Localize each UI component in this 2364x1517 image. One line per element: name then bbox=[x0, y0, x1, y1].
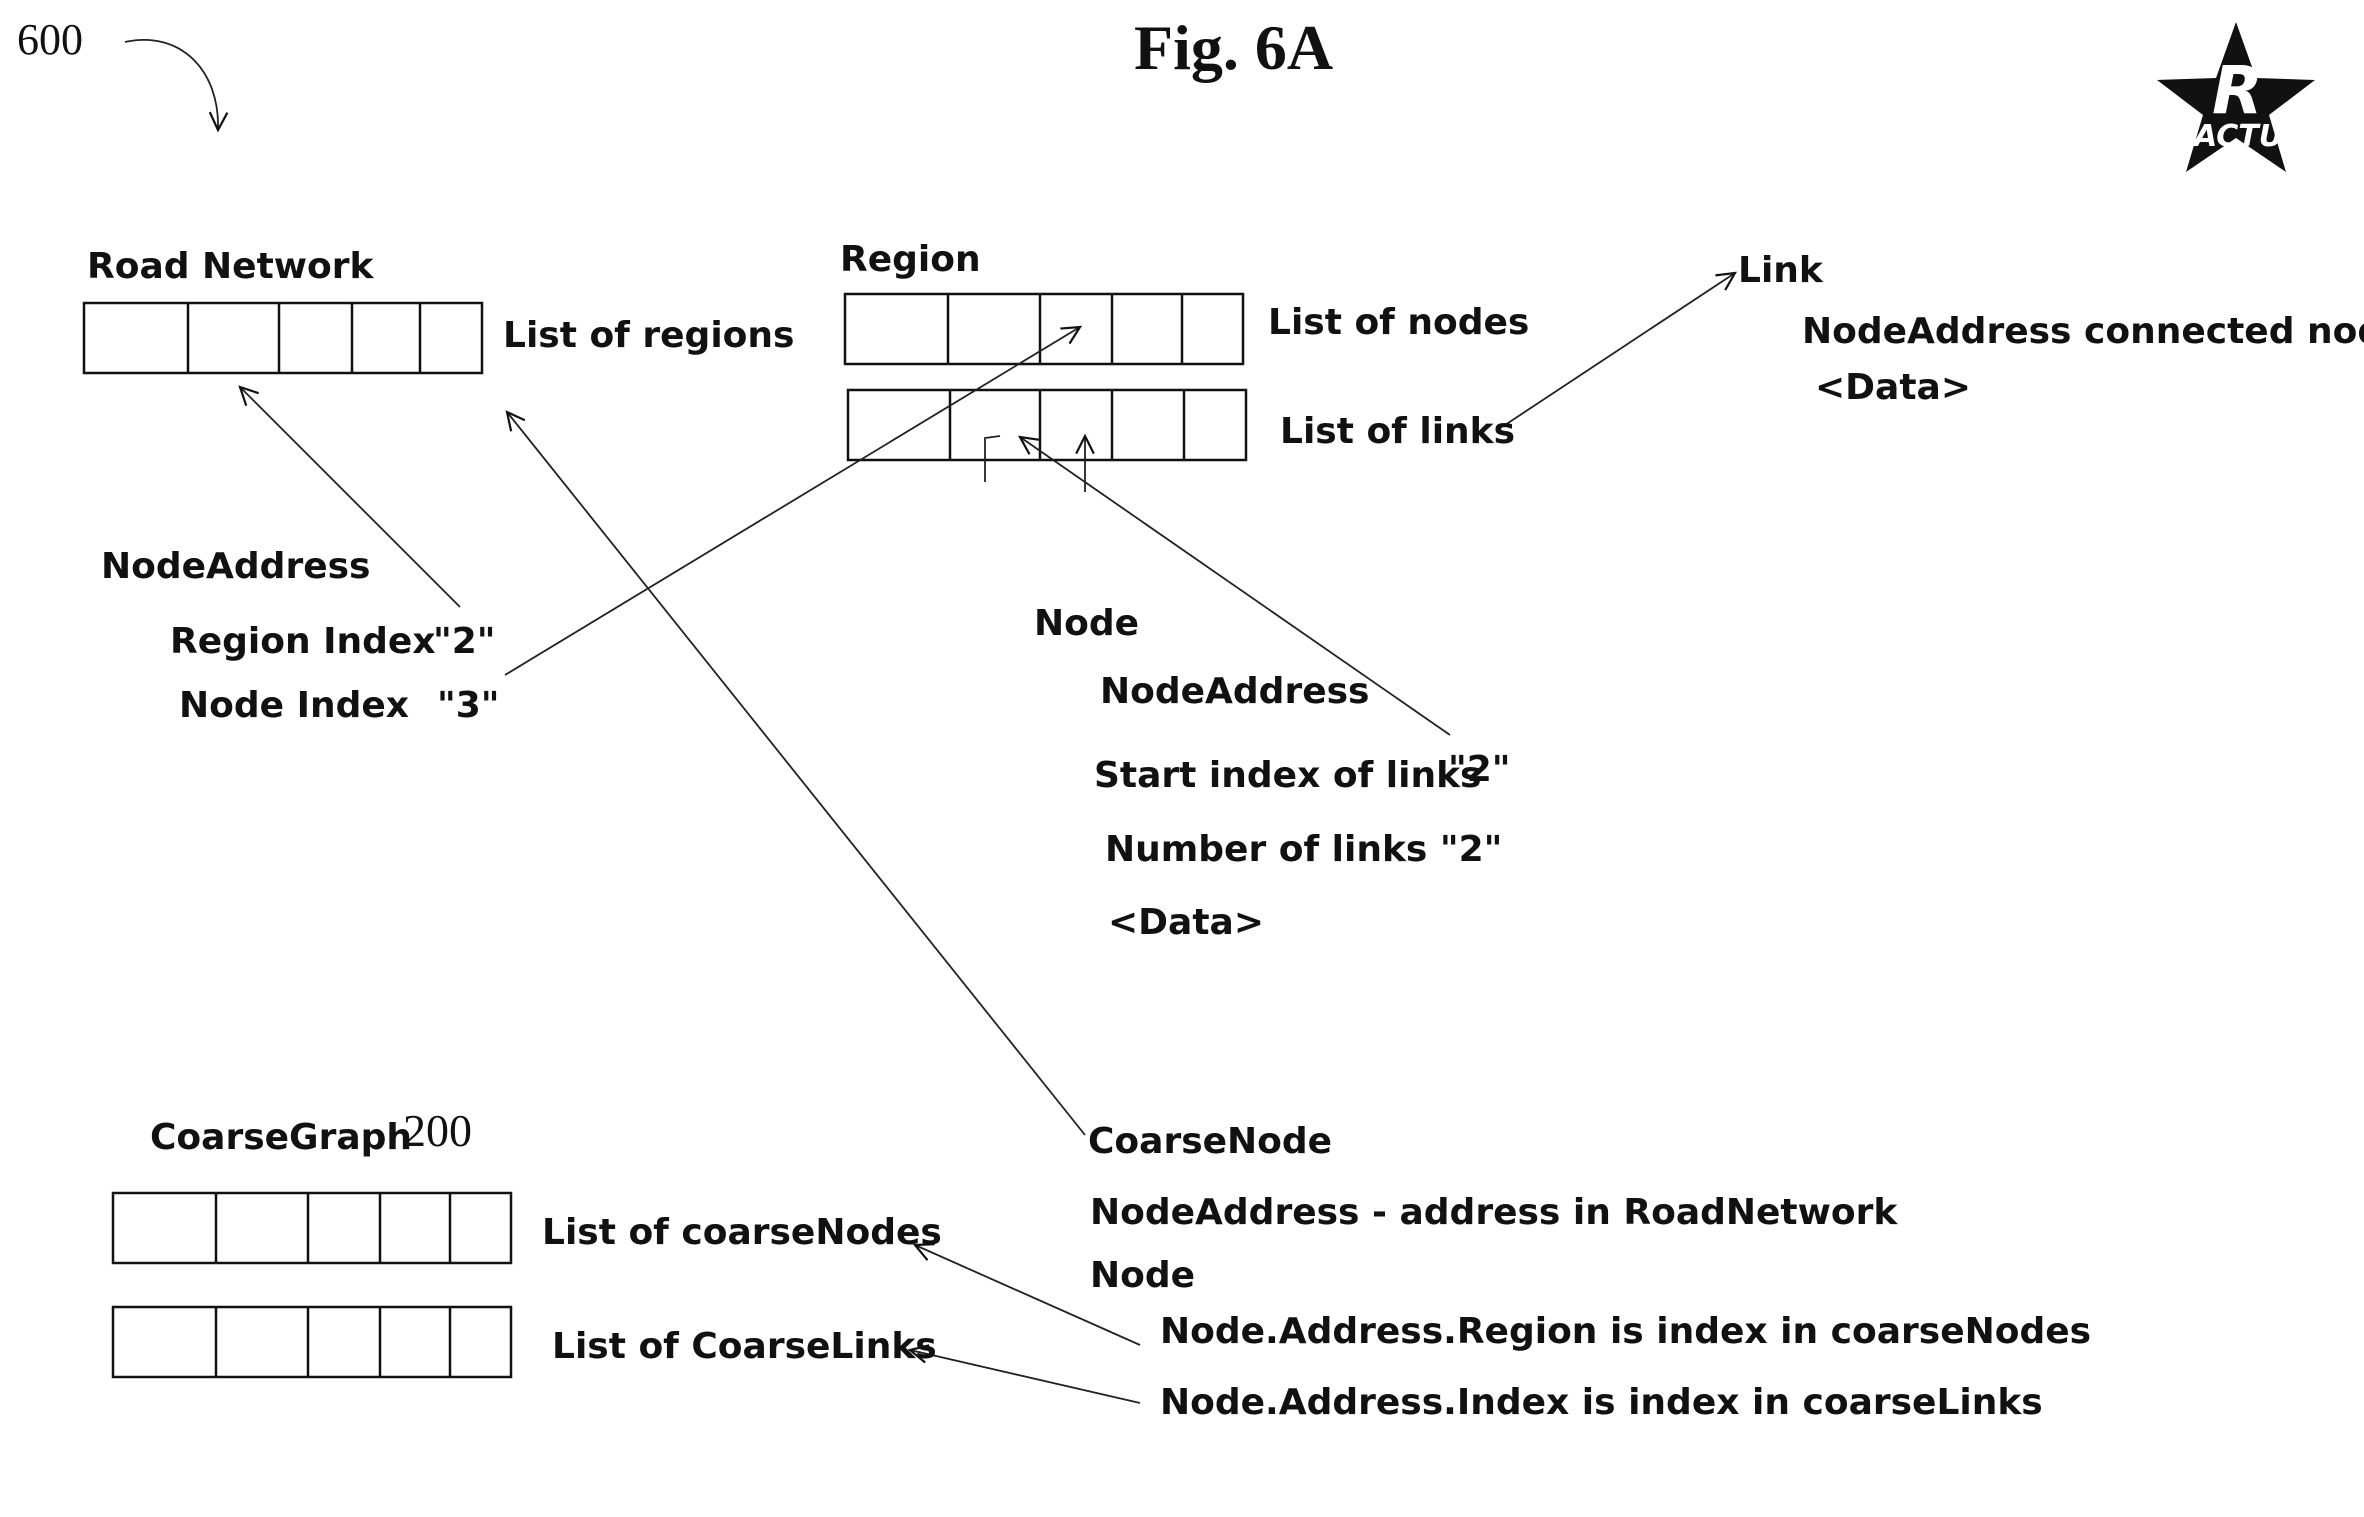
figure-ref-number: 600 bbox=[17, 15, 83, 64]
coarsenode-nodeaddress-label: NodeAddress - address in RoadNetwork bbox=[1090, 1192, 1898, 1233]
region-nodes-array bbox=[843, 292, 1245, 366]
list-of-coarsenodes-label: List of coarseNodes bbox=[542, 1212, 942, 1253]
logo-letter: R bbox=[2212, 52, 2263, 129]
arrow-coarsenode-to-regions bbox=[507, 412, 1086, 1136]
logo-caption: ACTU bbox=[2194, 119, 2284, 154]
ref-600-curved-arrow bbox=[124, 39, 218, 130]
coarsenode-region-index-note: Node.Address.Region is index in coarseNo… bbox=[1160, 1311, 2092, 1352]
coarsegraph-title: CoarseGraph bbox=[150, 1117, 413, 1158]
region-links-array bbox=[846, 388, 1248, 462]
node-nodeaddress-label: NodeAddress bbox=[1100, 671, 1370, 712]
road-network-title: Road Network bbox=[87, 246, 374, 287]
start-index-label: Start index of links bbox=[1094, 755, 1482, 796]
star-icon bbox=[2157, 22, 2315, 172]
number-of-links-label: Number of links "2" bbox=[1105, 829, 1503, 870]
coarsenode-title: CoarseNode bbox=[1088, 1121, 1333, 1162]
figure-title: Fig. 6A bbox=[1134, 12, 1334, 83]
arrow-region-index-to-regions bbox=[240, 387, 461, 608]
list-of-coarselinks-label: List of CoarseLinks bbox=[552, 1326, 937, 1367]
list-of-regions-label: List of regions bbox=[503, 315, 795, 356]
arrow-list-of-links-to-link bbox=[1504, 273, 1735, 426]
arrow-links-start-tick bbox=[984, 435, 1001, 482]
arrow-region-to-coarsenodes bbox=[915, 1245, 1141, 1346]
list-of-nodes-label: List of nodes bbox=[1268, 302, 1530, 343]
arrow-index-to-coarselinks bbox=[910, 1350, 1141, 1404]
actu-logo bbox=[2157, 22, 2315, 172]
region-index-value: "2" bbox=[433, 621, 496, 662]
node-index-label: Node Index bbox=[179, 685, 410, 726]
start-index-value: "2" bbox=[1448, 749, 1511, 790]
coarsegraph-ref-number: 200 bbox=[403, 1105, 472, 1156]
region-index-label: Region Index bbox=[170, 621, 436, 662]
coarse-links-array bbox=[111, 1305, 513, 1379]
nodeaddress-title: NodeAddress bbox=[101, 546, 371, 587]
coarse-nodes-array bbox=[111, 1191, 513, 1265]
link-title: Link bbox=[1738, 250, 1823, 291]
coarsenode-node-label: Node bbox=[1090, 1255, 1196, 1296]
arrow-node-index-to-nodes bbox=[504, 327, 1080, 676]
road-network-array bbox=[82, 301, 484, 375]
node-data-label: <Data> bbox=[1108, 902, 1265, 943]
link-data-label: <Data> bbox=[1815, 367, 1972, 408]
node-title: Node bbox=[1034, 603, 1140, 644]
arrow-start-index-to-links bbox=[1020, 437, 1451, 736]
coarsenode-link-index-note: Node.Address.Index is index in coarseLin… bbox=[1160, 1382, 2043, 1423]
link-nodeaddress-label: NodeAddress connected node bbox=[1802, 311, 2364, 352]
list-of-links-label: List of links bbox=[1280, 411, 1516, 452]
region-title: Region bbox=[840, 239, 981, 280]
node-index-value: "3" bbox=[437, 685, 500, 726]
